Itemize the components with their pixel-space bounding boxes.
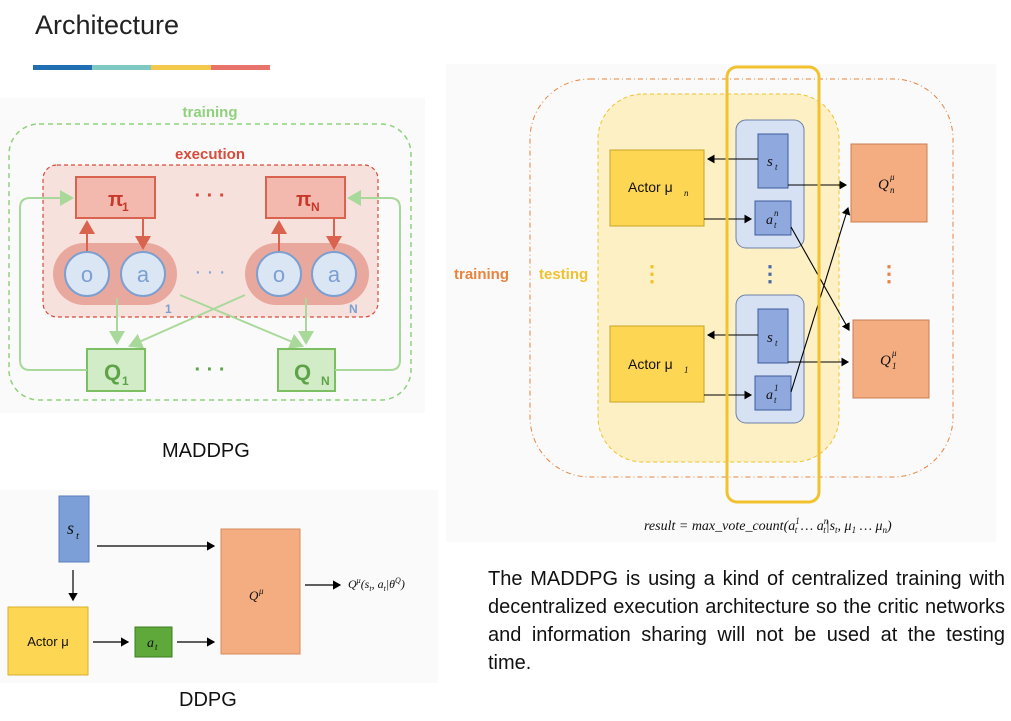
shared-state-highlight bbox=[725, 65, 821, 504]
ddpg-caption: DDPG bbox=[179, 689, 237, 711]
agent-n-obs-label: o bbox=[273, 262, 285, 287]
testing-label: testing bbox=[539, 266, 588, 283]
agent-1-act-label: a bbox=[137, 262, 150, 287]
actor-bottom-label: Actor μ bbox=[628, 356, 673, 372]
state-bottom-sub: t bbox=[775, 338, 778, 348]
policy-1-index: 1 bbox=[122, 200, 129, 214]
critic-1-index: 1 bbox=[122, 374, 129, 388]
action-top-sup: n bbox=[774, 208, 779, 218]
title-bar-segment-4 bbox=[211, 65, 270, 70]
training-boundary bbox=[8, 123, 412, 401]
maddpg-testing-diagram: training testing s t s t a n t a 1 t Act… bbox=[446, 64, 996, 542]
agent-1-action bbox=[120, 251, 166, 297]
ddpg-state-sub: t bbox=[76, 530, 80, 542]
agent-n-observation bbox=[256, 251, 302, 297]
state-vdots: ⋮ bbox=[759, 261, 781, 286]
agent-1-obs-label: o bbox=[81, 262, 93, 287]
critic-n-feedback-arrow bbox=[335, 190, 401, 371]
action-top-label: a bbox=[766, 213, 773, 228]
title-bar-segment-2 bbox=[92, 65, 151, 70]
ddpg-state-box bbox=[58, 495, 90, 563]
title-bar-segment-1 bbox=[33, 65, 92, 70]
policy-ellipsis: · · · bbox=[194, 185, 225, 207]
critic-n-symbol: Q bbox=[294, 360, 311, 385]
actor-vdots: ⋮ bbox=[641, 261, 663, 286]
agent-n-action bbox=[311, 251, 357, 297]
q-bottom-box bbox=[852, 319, 930, 399]
action-bottom-sup: 1 bbox=[774, 383, 779, 393]
state-box-top bbox=[757, 133, 789, 189]
action-top-sub: t bbox=[774, 220, 777, 230]
maddpg-caption: MADDPG bbox=[162, 440, 250, 462]
state-top-label: s bbox=[767, 154, 773, 170]
critic-1-feedback-arrow bbox=[19, 190, 87, 371]
actor-top-sub: n bbox=[684, 188, 689, 198]
ddpg-q-sup: μ bbox=[258, 586, 264, 596]
state-top-sub: t bbox=[775, 162, 778, 172]
title-bar-segment-3 bbox=[151, 65, 211, 70]
critic-ellipsis: · · · bbox=[194, 359, 225, 381]
q-top-label: Q bbox=[878, 177, 889, 193]
agent-ellipsis: · · · bbox=[194, 261, 225, 283]
q-bottom-label: Q bbox=[880, 353, 891, 369]
actor-top-label: Actor μ bbox=[628, 179, 673, 195]
policy-n bbox=[265, 176, 346, 219]
policy-1 bbox=[75, 176, 156, 219]
execution-label: execution bbox=[175, 146, 245, 163]
action-box-top bbox=[754, 200, 792, 236]
agent-1-observation bbox=[64, 251, 110, 297]
actor-bottom-box bbox=[609, 325, 705, 403]
policy-n-index: N bbox=[311, 200, 320, 214]
q-bottom-sup: μ bbox=[891, 348, 897, 358]
action-bottom-sub: t bbox=[774, 395, 777, 405]
ddpg-output-formula: Qμ(st, at|θQ) bbox=[348, 576, 405, 593]
agent-n-to-q1-arrow bbox=[128, 294, 246, 349]
ddpg-actor-box bbox=[7, 606, 89, 676]
training-label: training bbox=[454, 266, 509, 283]
page-title: Architecture bbox=[35, 10, 180, 40]
ddpg-diagram: s t Actor μ a t Q μ Qμ(st, at|θQ) bbox=[0, 490, 438, 683]
description-paragraph: The MADDPG is using a kind of centralize… bbox=[488, 568, 1005, 674]
action-bottom-label: a bbox=[766, 388, 773, 403]
q-top-sub: n bbox=[890, 185, 895, 195]
actor-bottom-sub: 1 bbox=[684, 365, 689, 375]
agent-1-to-qn-arrow bbox=[179, 294, 304, 349]
ddpg-action-box bbox=[134, 626, 173, 658]
ddpg-state-label: s bbox=[67, 518, 74, 538]
q-vdots: ⋮ bbox=[878, 261, 900, 286]
training-label: training bbox=[183, 104, 238, 121]
action-box-bottom bbox=[754, 375, 792, 411]
agent-n-act-label: a bbox=[328, 262, 341, 287]
training-region bbox=[529, 78, 954, 478]
critic-1-symbol: Q bbox=[104, 360, 121, 385]
state-bottom-label: s bbox=[767, 330, 773, 346]
q-top-box bbox=[850, 143, 928, 223]
ddpg-actor-label: Actor μ bbox=[27, 634, 68, 649]
critic-n-index: N bbox=[321, 374, 330, 388]
agent-n-index: N bbox=[349, 302, 358, 316]
agent-1-index: 1 bbox=[165, 302, 172, 316]
actor-top-box bbox=[609, 149, 705, 227]
q-bottom-sub: 1 bbox=[892, 361, 897, 371]
policy-n-symbol: π bbox=[296, 189, 311, 211]
maddpg-diagram: training execution π 1 π N · · · o a o a… bbox=[0, 98, 425, 413]
critic-n bbox=[277, 348, 336, 392]
ddpg-action-label: a bbox=[147, 636, 154, 651]
ddpg-q-box bbox=[220, 528, 301, 655]
critic-1 bbox=[86, 348, 146, 392]
ddpg-action-sub: t bbox=[155, 642, 158, 652]
ddpg-q-label: Q bbox=[249, 588, 259, 603]
state-box-bottom bbox=[757, 308, 789, 364]
policy-1-symbol: π bbox=[108, 189, 123, 211]
q-top-sup: μ bbox=[889, 172, 895, 182]
